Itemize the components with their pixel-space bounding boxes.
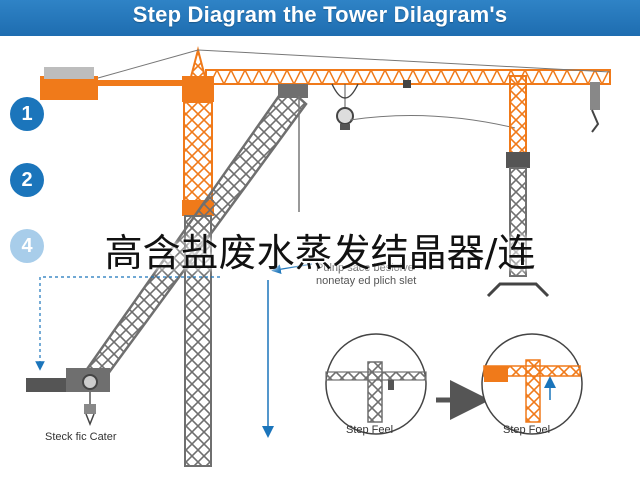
step-feel-label-1: Step Feel <box>346 424 394 436</box>
step-1-badge: 1 <box>10 97 44 131</box>
step-2-badge: 2 <box>10 163 44 197</box>
note-line-1: Pulnp sace besiolve <box>316 262 414 274</box>
guide-arrows <box>35 263 490 438</box>
step-feel-inset-1 <box>325 333 427 435</box>
overlay-caption: 高含盐废水蒸发结晶器/连 <box>104 231 536 275</box>
step-feel-label-2: Step Foel <box>503 424 551 436</box>
luffing-lattice-boom <box>26 84 308 427</box>
note-line-2: nonetay ed plich slet <box>316 275 417 287</box>
diagram-title: Step Diagram the Tower Dilagram's <box>132 2 508 27</box>
left-crane-caption: Steck fic Cater <box>45 431 117 443</box>
step-4-badge: 4 <box>10 229 44 263</box>
right-tower-crane <box>486 75 600 298</box>
title-banner <box>0 0 640 36</box>
step-feel-inset-2 <box>481 333 583 435</box>
